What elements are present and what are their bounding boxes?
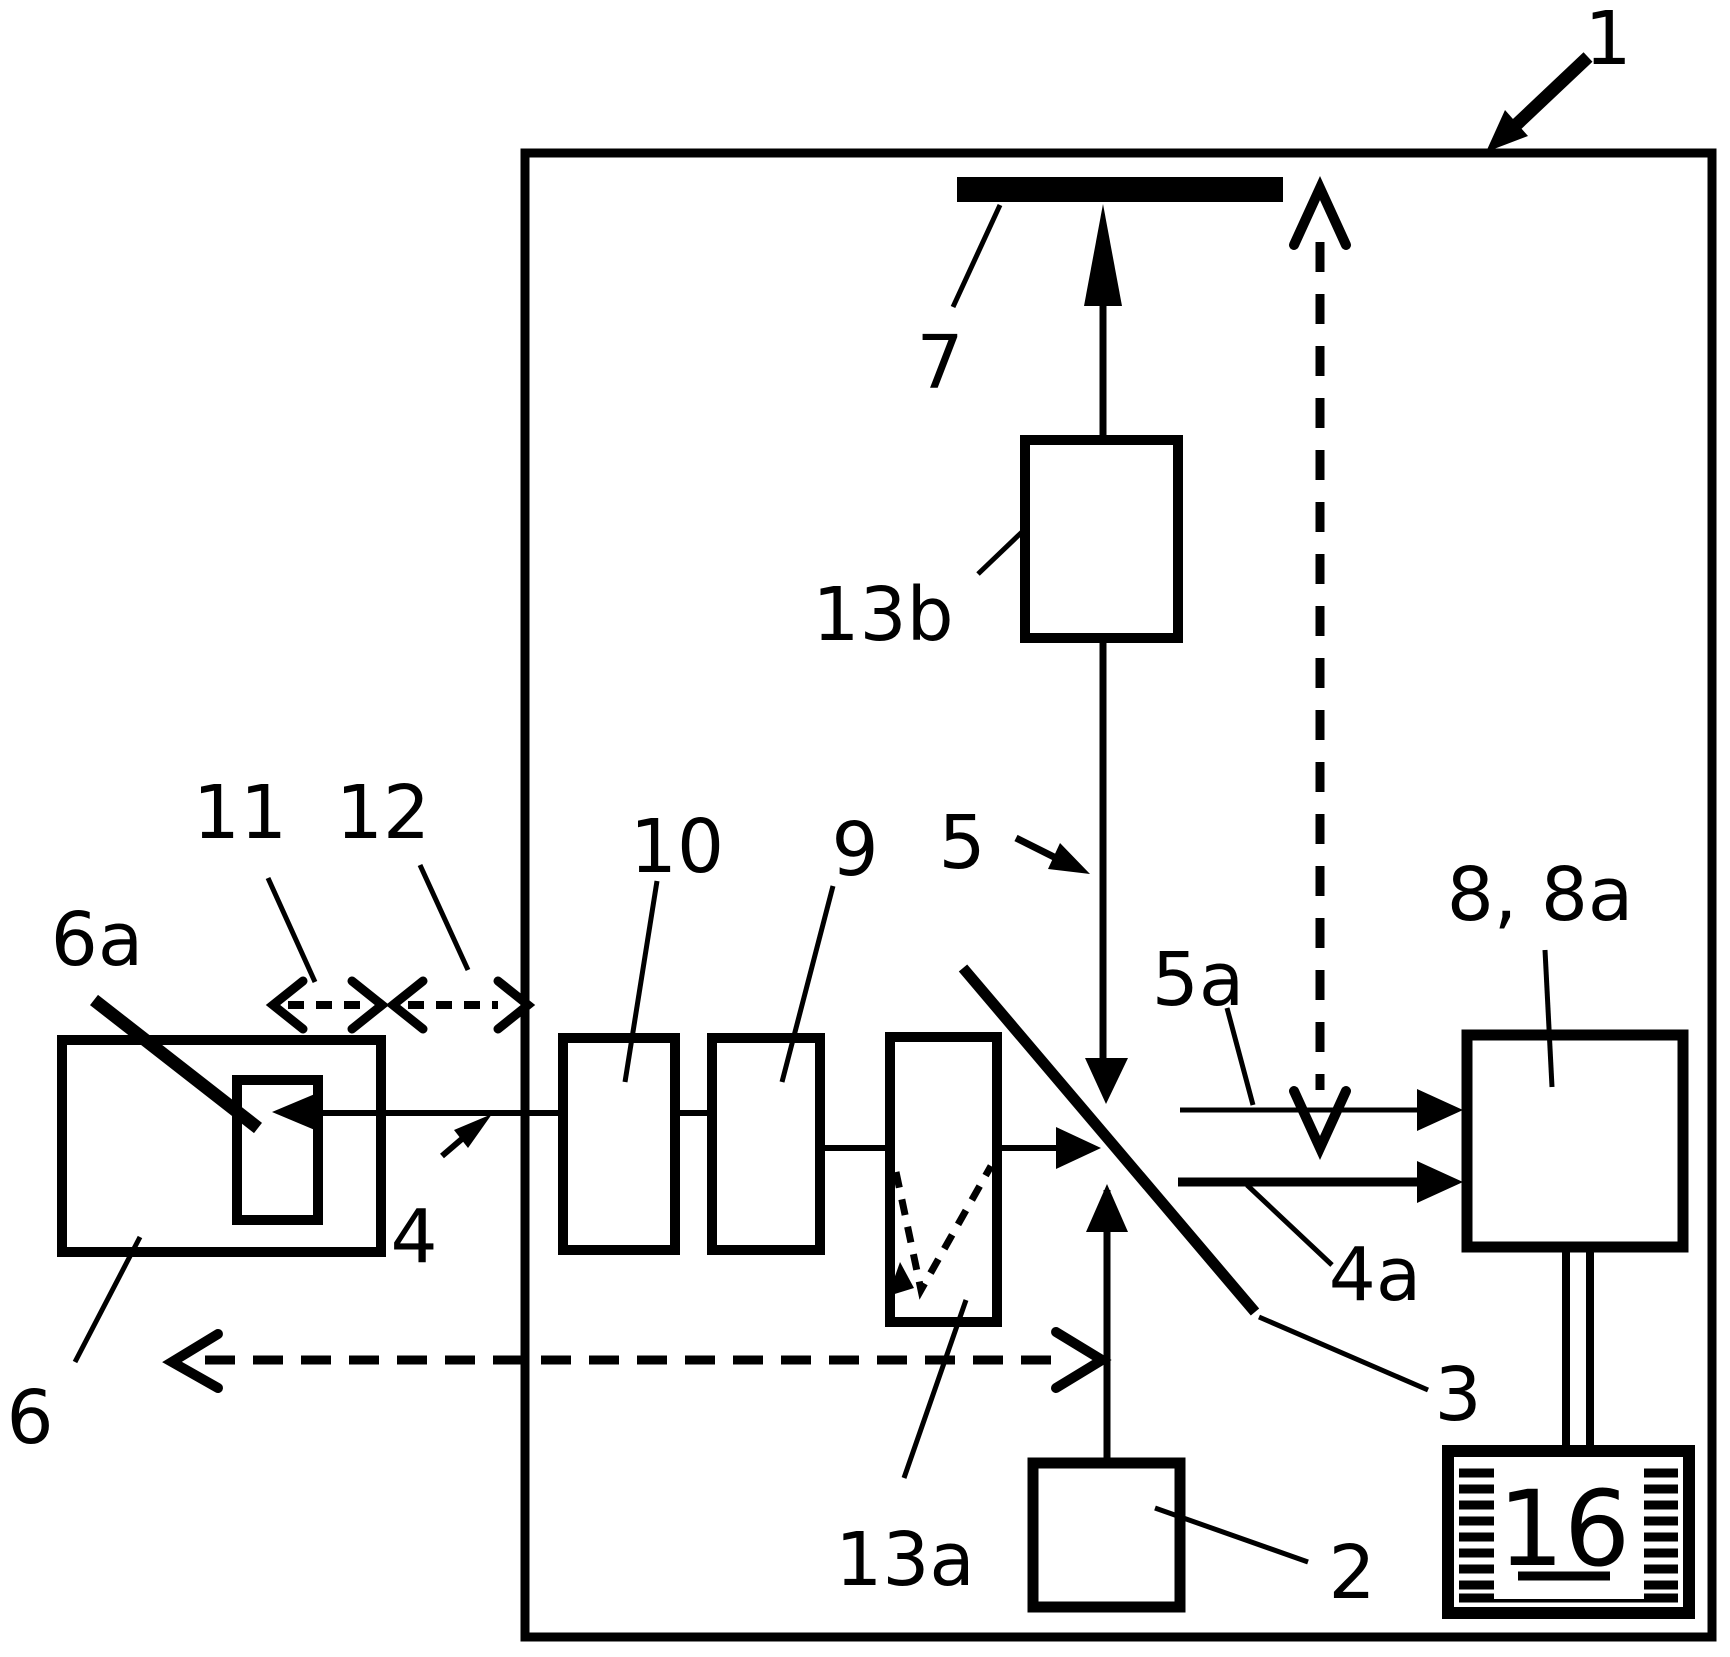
output-beam-4a-arrowhead (1417, 1161, 1463, 1203)
label-16: 16 (1498, 1468, 1630, 1590)
label-5a-leader (1224, 1007, 1256, 1106)
label-10-leader (622, 880, 660, 1083)
label-13a-leader (901, 1299, 969, 1479)
label-9: 9 (831, 807, 878, 893)
label-3: 3 (1434, 1352, 1481, 1438)
label-6a-leader (90, 994, 262, 1134)
label-9-leader (779, 885, 836, 1083)
box-13a (885, 1032, 1002, 1327)
label-13a: 13a (835, 1517, 975, 1603)
arrow-11-head-left (265, 976, 308, 1034)
label-2: 2 (1328, 1530, 1375, 1616)
label-11-leader (265, 876, 318, 984)
feedback-arrowhead-left (162, 1329, 223, 1393)
label-7-leader (950, 203, 1003, 309)
arrow-12-head-right (493, 976, 536, 1034)
label-6a: 6a (51, 897, 143, 983)
label-1-arrowhead (1486, 110, 1528, 152)
beam-right-arrowhead (1056, 1127, 1101, 1169)
label-4-arrowhead (454, 1114, 492, 1148)
label-3-leader (1258, 1314, 1429, 1393)
label-7: 7 (916, 320, 963, 406)
box-2-detector (1027, 1457, 1186, 1613)
label-5-arrow-shaft (1014, 834, 1058, 862)
beam-down-arrowhead (1085, 1058, 1128, 1104)
beam-left-arrowhead (272, 1091, 322, 1133)
box-13b (1020, 435, 1183, 643)
label-1: 1 (1584, 0, 1631, 82)
box-10 (558, 1033, 680, 1255)
mirror-7-bar (957, 177, 1283, 202)
label-8: 8, 8a (1447, 852, 1634, 938)
label-11: 11 (193, 770, 287, 856)
label-4a: 4a (1329, 1232, 1421, 1318)
box-9 (707, 1033, 825, 1255)
box-13a-v-arrowhead (888, 1262, 914, 1296)
label-13b-leader (976, 529, 1025, 576)
label-8-leader (1542, 949, 1555, 1088)
label-12-leader (417, 863, 471, 972)
arrow-11-head-right (347, 976, 390, 1034)
label-4a-leader (1245, 1183, 1334, 1267)
box-8-detector (1461, 1029, 1689, 1253)
travel-arrowhead-down (1289, 1086, 1351, 1161)
label-6: 6 (6, 1375, 53, 1461)
label-10: 10 (630, 804, 724, 890)
label-1-arrow-shaft (1510, 52, 1593, 131)
label-12: 12 (336, 770, 430, 856)
label-2-leader (1154, 1505, 1309, 1565)
label-5a: 5a (1152, 937, 1244, 1023)
housing-outline (520, 148, 1717, 1642)
box-6-laser (57, 1035, 386, 1257)
label-4: 4 (390, 1194, 437, 1280)
beamsplitter-3-line (958, 964, 1260, 1316)
label-5: 5 (938, 800, 985, 886)
label-5-arrowhead (1048, 843, 1090, 874)
box-6a-emitter (232, 1075, 323, 1225)
box-13a-dashed-v-path (892, 1164, 995, 1300)
output-beam-5a-arrowhead (1417, 1089, 1463, 1131)
label-13b: 13b (812, 572, 953, 658)
arrow-12-head-left (385, 976, 428, 1034)
travel-arrowhead-up (1289, 175, 1351, 250)
beam-up-arrowhead (1084, 204, 1122, 306)
feedback-arrowhead-right (1051, 1327, 1112, 1393)
label-6-leader (72, 1235, 143, 1364)
